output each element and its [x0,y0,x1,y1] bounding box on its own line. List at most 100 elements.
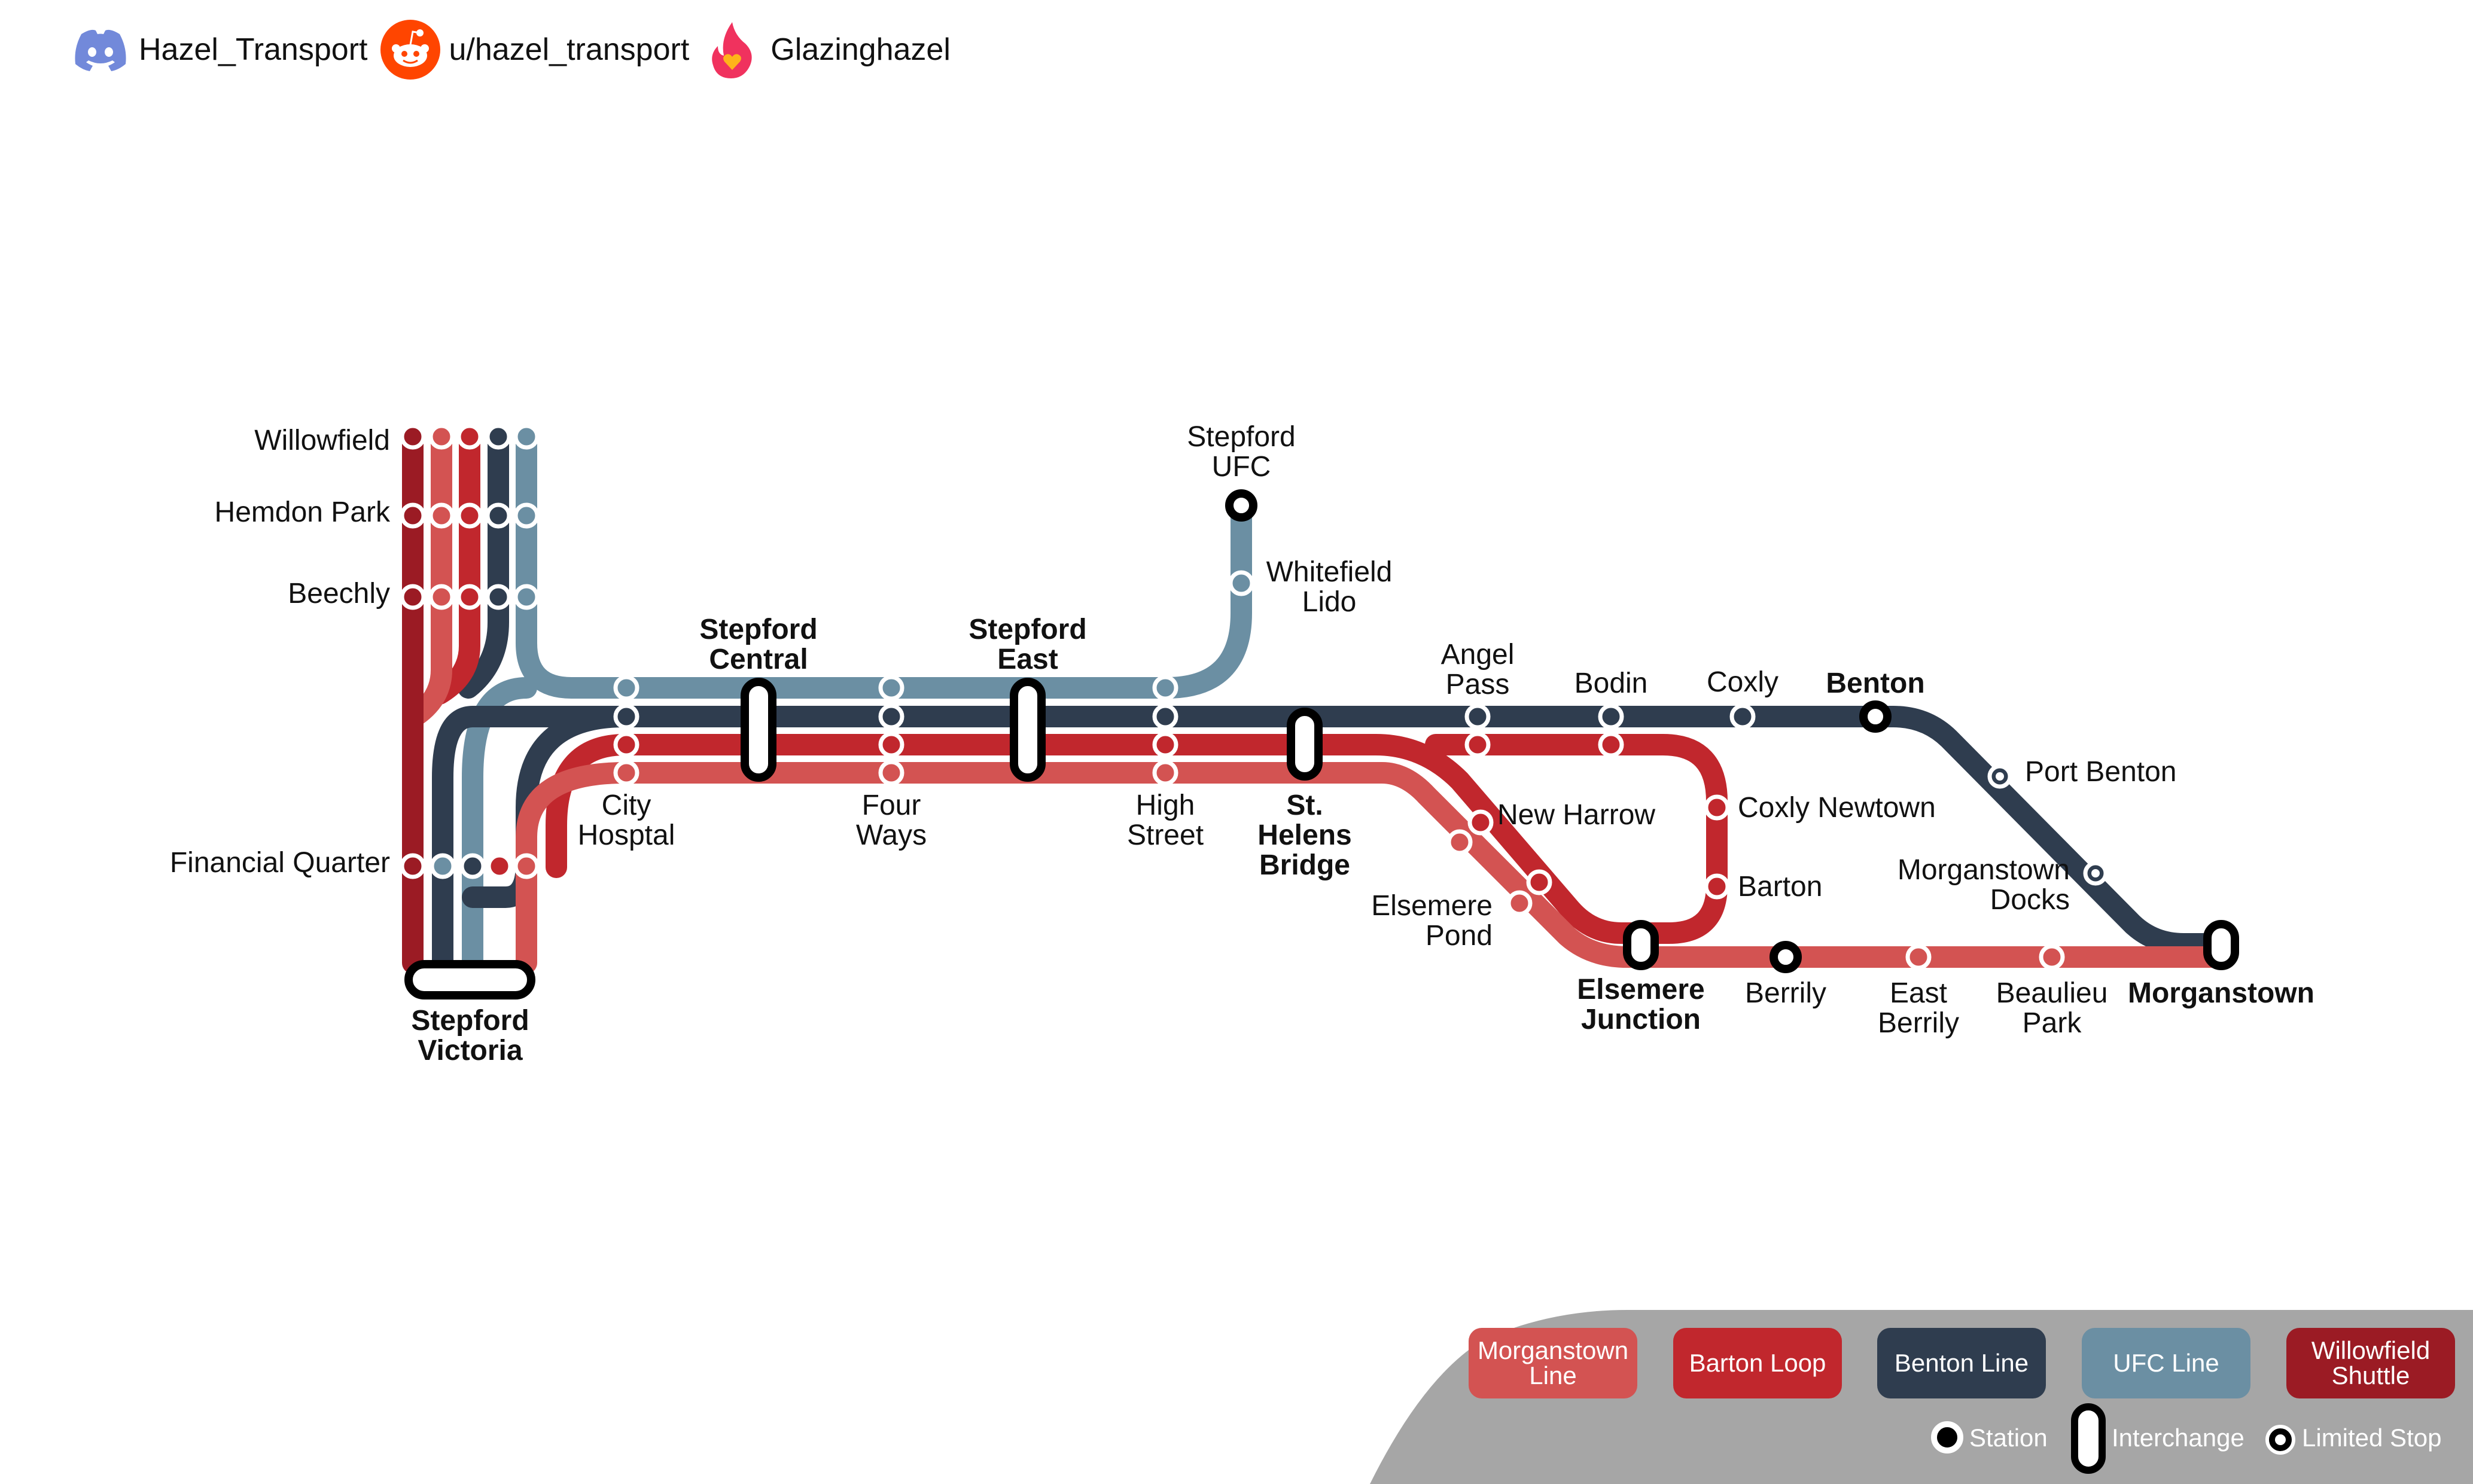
station-dot[interactable] [1598,703,1624,730]
station-key-icon [1931,1421,1963,1453]
station-dot[interactable] [513,853,540,879]
station-dot[interactable] [1467,809,1494,836]
label-new-harrow: New Harrow [1497,799,1655,831]
flame-heart-icon [702,20,762,80]
legend-keys [1931,1403,2295,1474]
interchange-key-label: Interchange [2112,1424,2244,1452]
station-dot[interactable] [613,703,639,730]
label-bodin: Bodin [1574,668,1648,699]
legend-barton-loop: Barton Loop [1673,1328,1842,1398]
legend-benton-line: Benton Line [1877,1328,2046,1398]
ufc-line-track [462,426,1252,974]
station-dot[interactable] [486,853,513,879]
limited-stop-center [2091,869,2100,877]
label-hemdon-park: Hemdon Park [215,496,391,528]
legend-ufc-line: UFC Line [2082,1328,2250,1398]
label-benton: Benton [1826,668,1924,699]
station-dot[interactable] [400,853,426,879]
reddit-handle-text: u/hazel_transport [449,32,690,67]
limited-stop-center [1996,772,2004,781]
station-dot[interactable] [1152,760,1178,786]
station-dot[interactable] [456,584,483,610]
reddit-icon [380,20,441,80]
station-dot[interactable] [485,502,511,529]
station-dot[interactable] [1506,890,1533,916]
station-dot[interactable] [1526,869,1552,895]
reddit-handle[interactable]: u/hazel_transport [380,20,689,80]
terminus-stepford-ufc[interactable] [1225,489,1257,522]
station-dot[interactable] [400,502,426,529]
interchange-stepford-victoria[interactable] [404,960,535,1000]
station-dot[interactable] [485,584,511,610]
station-dot[interactable] [1446,829,1473,855]
station-dot[interactable] [459,853,486,879]
station-dot[interactable] [428,584,455,610]
station-key-label: Station [1969,1424,2048,1452]
label-coxly: Coxly [1707,666,1778,698]
discord-handle[interactable]: Hazel_Transport [71,20,367,80]
station-dot[interactable] [878,760,904,786]
station-dot[interactable] [513,502,540,529]
station-dot[interactable] [1152,675,1178,701]
station-dot[interactable] [428,502,455,529]
station-dot[interactable] [1704,873,1730,900]
label-barton: Barton [1738,871,1822,903]
station-dot[interactable] [485,423,511,450]
label-beechly: Beechly [288,578,390,610]
discord-handle-text: Hazel_Transport [139,32,368,67]
station-benton-major[interactable] [1859,700,1892,733]
third-handle-text: Glazinghazel [770,32,951,67]
station-dot[interactable] [1905,944,1932,970]
station-dot[interactable] [1729,703,1756,730]
limited-stop-key-label: Limited Stop [2302,1424,2442,1452]
label-morganstown: Morganstown [2128,977,2314,1009]
station-dot[interactable] [613,760,639,786]
station-dot[interactable] [400,584,426,610]
station-dot[interactable] [513,423,540,450]
station-dot[interactable] [878,675,904,701]
station-dot[interactable] [1152,703,1178,730]
interchange-elsemere-junction[interactable] [1623,920,1659,970]
station-dot[interactable] [430,853,456,879]
station-dot[interactable] [456,502,483,529]
station-dot[interactable] [400,423,426,450]
station-dot[interactable] [1152,732,1178,758]
station-dot[interactable] [1598,732,1624,758]
social-header: Hazel_Transport u/hazel_transport [71,17,955,83]
station-dot[interactable] [1464,703,1491,730]
interchange-stepford-central[interactable] [741,678,776,782]
station-dot[interactable] [878,732,904,758]
third-handle[interactable]: Glazinghazel [702,20,951,80]
interchange-key-icon [2071,1403,2106,1474]
interchange-st-helens-bridge[interactable] [1287,708,1323,781]
station-dot[interactable] [1464,732,1491,758]
station-dot[interactable] [878,703,904,730]
interchange-morganstown[interactable] [2203,920,2239,970]
legend-morganstown-line: Morganstown Line [1469,1328,1637,1398]
station-dot[interactable] [613,732,639,758]
limited-stop-key-center [2275,1434,2286,1445]
station-dot[interactable] [1228,570,1254,596]
station-dot[interactable] [2039,944,2065,970]
interchange-stepford-east[interactable] [1010,678,1046,782]
label-port-benton: Port Benton [2025,756,2177,788]
station-dot[interactable] [428,423,455,450]
station-berrily-major[interactable] [1770,941,1802,973]
station-dot[interactable] [1704,794,1730,821]
station-dot[interactable] [456,423,483,450]
label-willowfield: Willowfield [254,425,390,456]
legend-willowfield-shuttle: Willowfield Shuttle [2286,1328,2455,1398]
station-dot[interactable] [513,584,540,610]
station-dot[interactable] [613,675,639,701]
